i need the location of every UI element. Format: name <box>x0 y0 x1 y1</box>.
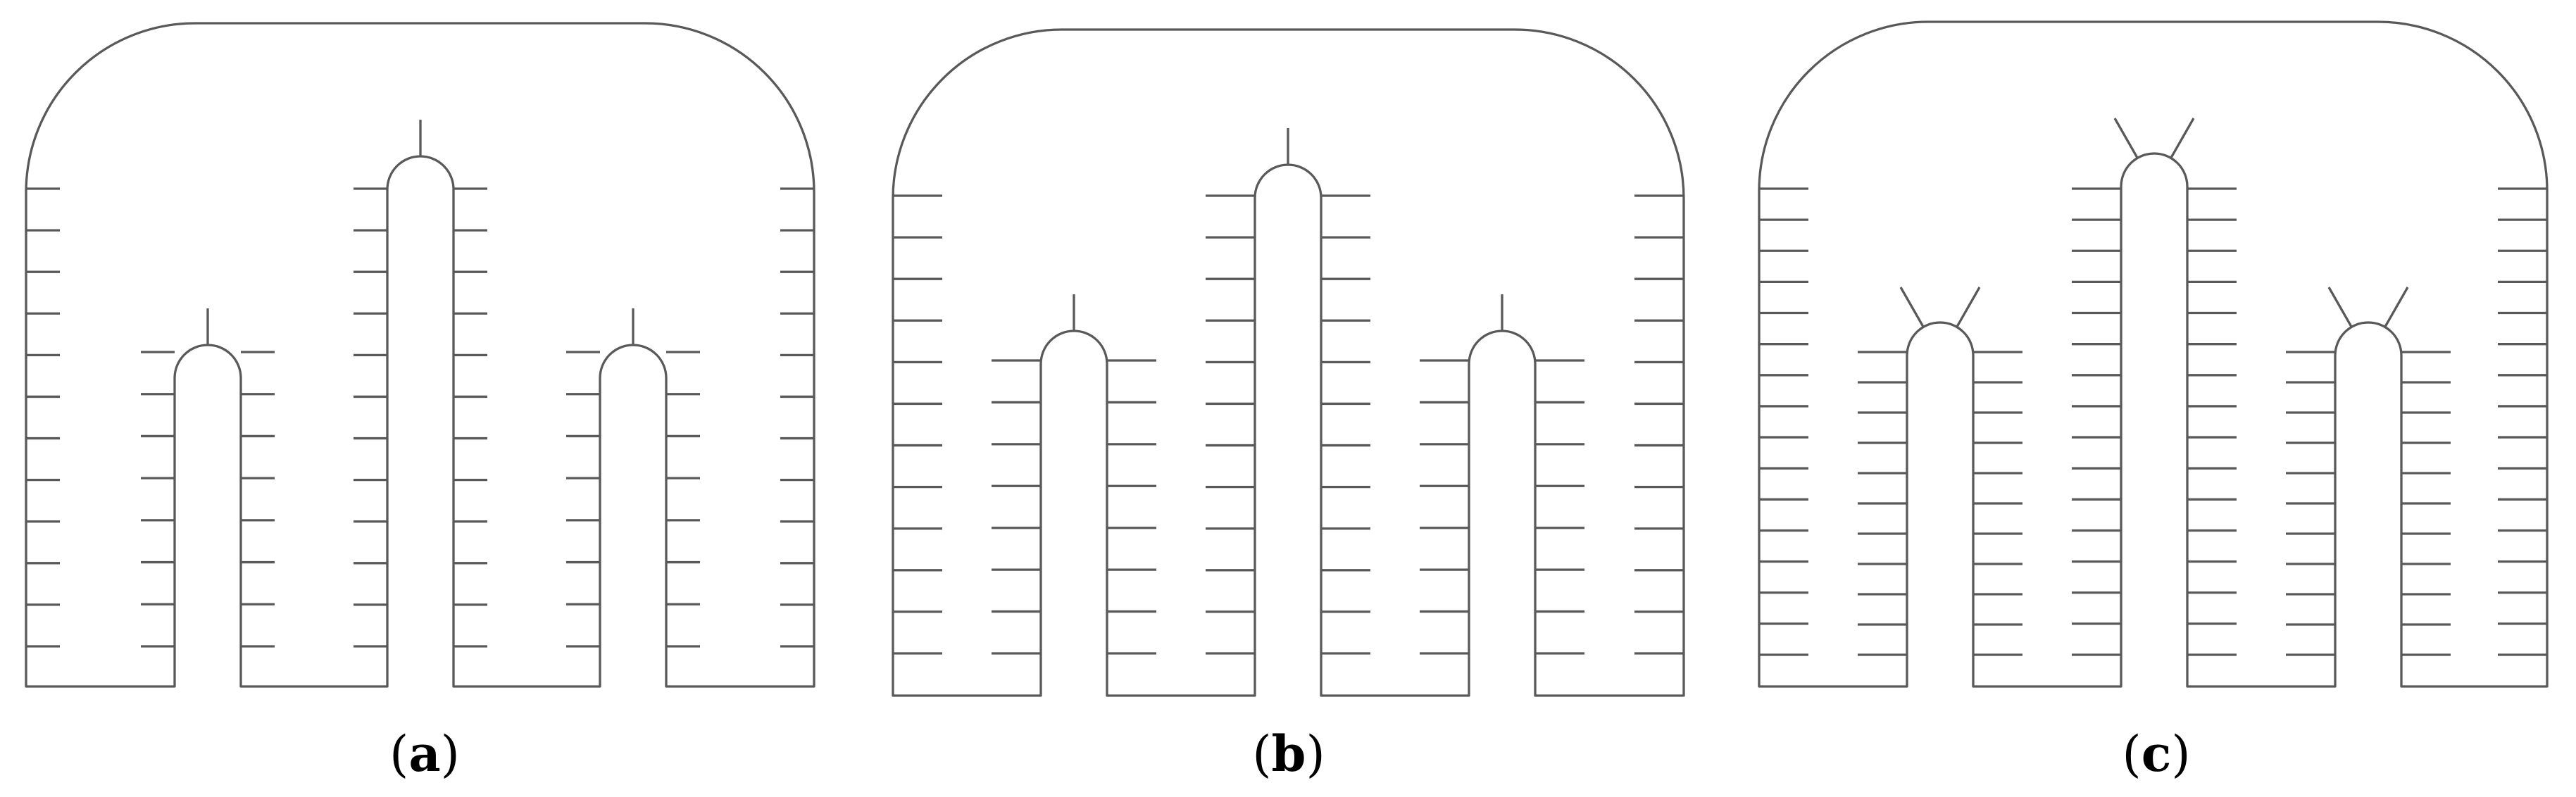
panel-c-label: c <box>2142 724 2172 783</box>
panel-b-label: b <box>1272 724 1306 783</box>
panel-a-outline <box>25 22 815 688</box>
panel-b <box>892 28 1685 697</box>
panel-c <box>1758 20 2549 688</box>
panel-c-finger-0-tip-left <box>1899 287 1925 327</box>
panel-c-finger-2-tip-right <box>2384 287 2409 327</box>
panel-c-caption: (c) <box>2122 724 2190 783</box>
panel-a-caption: (a) <box>389 724 460 783</box>
panel-c-finger-0-tip-right <box>1956 287 1981 327</box>
panel-a-label: a <box>408 724 440 783</box>
panel-c-outline <box>1758 20 2549 688</box>
panel-a <box>25 22 815 688</box>
panel-b-outline <box>892 28 1685 697</box>
panel-b-caption: (b) <box>1252 724 1325 783</box>
panel-c-finger-1-tip-right <box>2170 118 2195 158</box>
panel-c-finger-1-tip-left <box>2113 118 2139 158</box>
panel-c-finger-2-tip-left <box>2327 287 2353 327</box>
